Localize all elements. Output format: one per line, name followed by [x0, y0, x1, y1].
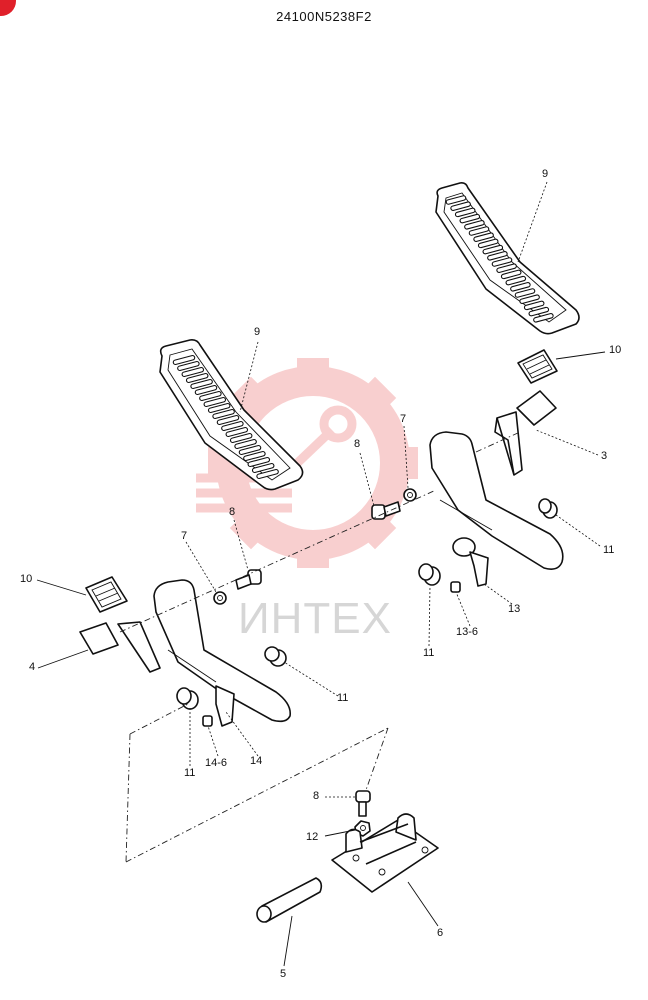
callout-4: 4 [29, 661, 36, 673]
tread-slot [487, 251, 508, 261]
assembly-centerlines [119, 431, 521, 863]
tread-slot [212, 408, 235, 420]
pedal-shaft [256, 877, 323, 923]
tread-slot [177, 360, 200, 372]
tread-slot [445, 195, 467, 205]
pedal-pad-right [435, 182, 580, 335]
pedal-body-left [153, 579, 292, 727]
tread-slot [505, 275, 527, 286]
callout-8-bottom: 8 [313, 790, 320, 802]
tread-slot [172, 354, 196, 366]
bolt-8-bottom [355, 790, 371, 817]
tread-slot [251, 462, 275, 474]
tread-slot [203, 396, 227, 408]
tread-slot [500, 269, 522, 280]
callout-11-left-lower: 11 [184, 767, 196, 779]
pedal-body-right [429, 431, 564, 587]
tread-slot [238, 444, 262, 456]
callout-11-left-body: 11 [337, 692, 349, 704]
tread-slot [459, 213, 481, 224]
tread-slot [207, 402, 231, 414]
callout-8-left: 8 [229, 506, 236, 518]
pin-14-6 [202, 715, 213, 727]
callout-10-right: 10 [609, 344, 622, 356]
callout-11-right: 11 [603, 544, 615, 556]
tread-slot [514, 288, 536, 298]
callout-3: 3 [601, 450, 608, 462]
callout-6: 6 [437, 927, 444, 939]
pedal-pad-left [159, 339, 304, 491]
tread-slot [450, 201, 471, 211]
drawing-number: 24100N5238F2 [276, 9, 372, 24]
callout-9-right: 9 [542, 168, 549, 180]
tread-slot [194, 384, 218, 396]
watermark-text: ИНТЕХ [238, 594, 392, 643]
pedal-bracket [331, 813, 439, 893]
callout-13: 13 [508, 603, 521, 615]
tread-slot [496, 263, 517, 273]
tread-slot [468, 226, 490, 236]
washer-7-left [213, 591, 227, 605]
leader-lines [36, 181, 606, 967]
bolt-8-left [235, 569, 262, 590]
tread-slot [234, 438, 257, 450]
tread-slot [477, 238, 499, 249]
callout-12: 12 [306, 831, 319, 843]
pad-insert-left [85, 576, 128, 613]
bushing-11-center [418, 563, 441, 586]
callout-7-left: 7 [181, 530, 188, 542]
tread-slot [464, 220, 485, 230]
tread-slot [221, 420, 244, 432]
tread-slot [185, 372, 209, 384]
tread-slot [190, 378, 213, 390]
tread-slot [225, 426, 249, 438]
tread-slot [247, 456, 271, 468]
callout-14-6: 14-6 [205, 757, 228, 769]
washer-7-right [403, 488, 417, 502]
tread-slot [199, 390, 222, 402]
tread-slot [229, 432, 253, 444]
tread-slot [482, 244, 504, 255]
callout-14: 14 [250, 755, 263, 767]
tread-slot [519, 294, 540, 304]
bushing-11-left-body [264, 646, 287, 667]
tread-slot [216, 414, 240, 426]
tread-slot [473, 232, 494, 242]
pedal-arm-right [494, 390, 557, 476]
tread-slot [181, 366, 205, 378]
tread-slot [528, 306, 550, 317]
bushing-11-left-lower [176, 687, 199, 710]
tread-slot [256, 468, 279, 480]
callout-11-center: 11 [423, 647, 435, 659]
tread-slot [510, 282, 531, 292]
pedal-arm-left [79, 621, 161, 673]
tread-slot [533, 313, 554, 323]
callout-7-right: 7 [400, 413, 407, 425]
tread-slot [523, 300, 545, 311]
callout-13-6: 13-6 [456, 626, 479, 638]
callout-9-left: 9 [254, 326, 261, 338]
tread-slot [454, 207, 476, 218]
bolt-8-right [371, 501, 401, 520]
pad-insert-right [517, 349, 558, 384]
bushing-11-right-pad [538, 498, 558, 519]
callout-10-left: 10 [20, 573, 33, 585]
tread-slot [491, 257, 513, 267]
tread-slot [243, 450, 266, 462]
callout-8-right: 8 [354, 438, 361, 450]
pin-13-6 [450, 581, 461, 593]
callout-5: 5 [280, 968, 287, 980]
